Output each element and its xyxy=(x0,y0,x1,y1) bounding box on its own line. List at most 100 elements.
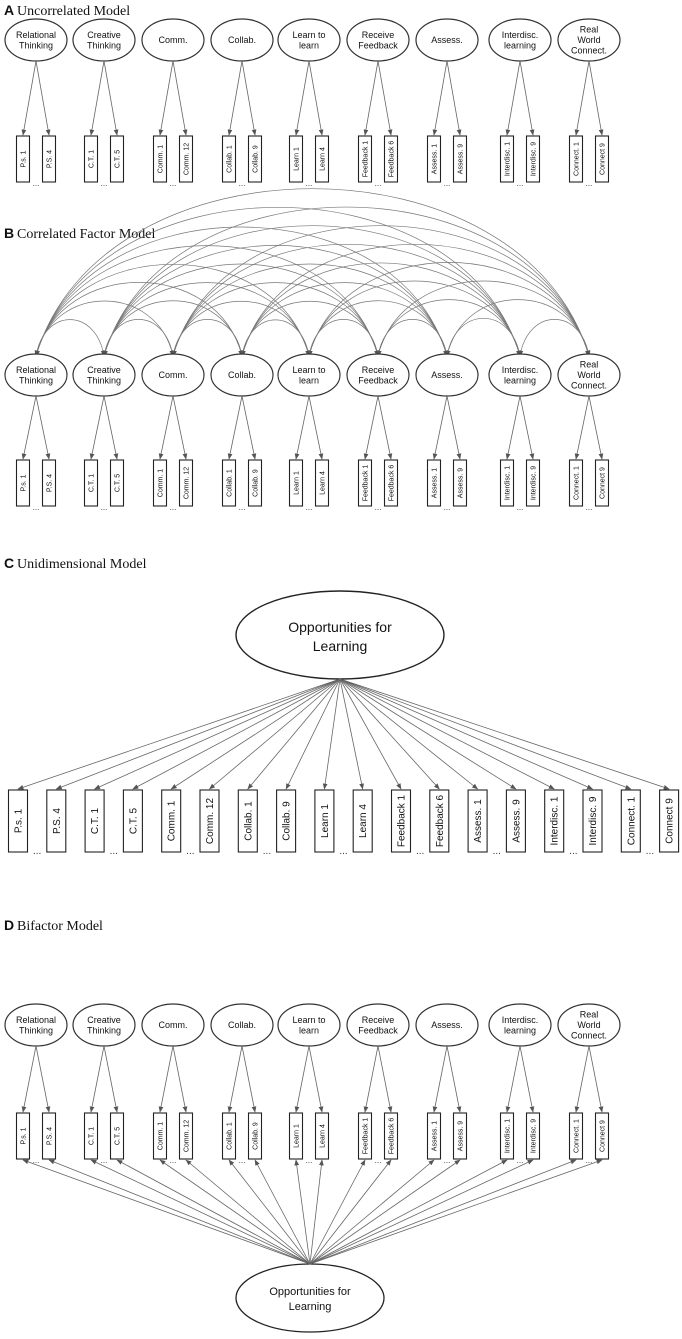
indicator-box: Learn 4 xyxy=(314,135,330,183)
indicator-rect xyxy=(620,789,641,853)
indicator-box: Interdisc. 1 xyxy=(544,789,565,853)
indicator-box: Comm. 1 xyxy=(152,1112,168,1160)
indicator-label: Comm. 12 xyxy=(183,467,190,499)
indicator-label: Collab. 9 xyxy=(252,469,259,497)
general-loading-arrow xyxy=(339,678,517,790)
ellipsis-mark: ... xyxy=(569,846,577,857)
indicator-rect xyxy=(288,135,304,183)
indicator-label: Interdisc. 1 xyxy=(504,1119,511,1153)
factor-3: Comm. xyxy=(141,18,205,62)
indicator-rect xyxy=(122,789,143,853)
correlation-arc xyxy=(172,225,590,357)
indicator-label: Interdisc. 1 xyxy=(504,466,511,500)
indicator-rect xyxy=(525,1112,541,1160)
indicator-label: Feedback 1 xyxy=(397,794,408,847)
indicator-rect xyxy=(83,459,99,507)
indicator-label: Assess. 1 xyxy=(431,468,438,498)
indicator-box: P.s. 1 xyxy=(15,135,31,183)
factor-loading-arrow xyxy=(241,395,257,460)
indicator-label: Comm. 1 xyxy=(167,800,178,841)
indicator-rect xyxy=(568,459,584,507)
indicator-label: Feedback 6 xyxy=(435,794,446,847)
indicator-label: Interdisc. 1 xyxy=(504,142,511,176)
correlation-arc xyxy=(518,319,591,357)
indicator-rect xyxy=(288,1112,304,1160)
general-factor-label: Opportunities for xyxy=(288,619,392,635)
indicator-rect xyxy=(544,789,565,853)
indicator-rect xyxy=(390,789,412,853)
indicator-label: Comm. 12 xyxy=(183,143,190,175)
indicator-rect xyxy=(426,459,442,507)
general-loading-arrow xyxy=(309,1159,461,1265)
factor-label: Assess. xyxy=(431,370,463,380)
factor-loading-arrow xyxy=(158,395,174,460)
general-loading-arrow xyxy=(309,1159,508,1265)
factor-loading-arrow xyxy=(89,60,105,136)
correlation-arc xyxy=(35,188,590,357)
indicator-label: C.T. 5 xyxy=(114,1127,121,1145)
svg-text:C: C xyxy=(4,555,14,571)
factor-loading-arrow xyxy=(103,1045,119,1113)
indicator-label: Connect. 1 xyxy=(573,1119,580,1153)
factor-loading-arrow xyxy=(505,1045,521,1113)
indicator-label: P.s. 1 xyxy=(14,808,25,833)
indicator-rect xyxy=(383,459,399,507)
correlation-arc xyxy=(171,319,244,357)
indicator-label: P.S. 4 xyxy=(46,1127,53,1145)
indicator-box: Feedback 6 xyxy=(429,789,450,853)
indicator-box: Collab. 9 xyxy=(247,459,263,507)
ellipsis-mark: ... xyxy=(416,846,424,857)
ellipsis-mark: ... xyxy=(170,1156,177,1165)
indicator-box: Interdisc. 1 xyxy=(499,459,515,507)
indicator-box: Collab. 1 xyxy=(221,1112,237,1160)
svg-text:Bifactor Model: Bifactor Model xyxy=(17,919,103,934)
indicator-box: Connect. 1 xyxy=(568,1112,584,1160)
factor-label: learn xyxy=(299,1025,319,1035)
general-loading-arrow xyxy=(309,1159,435,1265)
indicator-rect xyxy=(426,135,442,183)
indicator-box: Feedback 1 xyxy=(357,1112,373,1160)
indicator-label: Assess. 9 xyxy=(457,144,464,174)
factor-loading-arrow xyxy=(294,395,310,460)
ellipsis-mark: ... xyxy=(239,1156,246,1165)
indicator-box: P.S. 4 xyxy=(41,1112,57,1160)
indicator-rect xyxy=(247,459,263,507)
indicator-rect xyxy=(46,789,67,853)
factor-label: Interdisc. xyxy=(502,365,539,375)
correlation-arc xyxy=(377,280,590,357)
indicator-rect xyxy=(247,135,263,183)
indicator-rect xyxy=(659,789,680,853)
indicator-box: Assess. 9 xyxy=(452,459,468,507)
indicator-rect xyxy=(109,135,125,183)
indicator-box: Learn 4 xyxy=(352,789,373,853)
factor-label: Thinking xyxy=(19,375,53,385)
indicator-rect xyxy=(152,1112,168,1160)
indicator-box: C.T. 1 xyxy=(83,135,99,183)
indicator-label: Assess. 1 xyxy=(473,799,484,843)
general-loading-arrow xyxy=(309,1159,324,1265)
indicator-rect xyxy=(383,1112,399,1160)
indicator-label: Learn 1 xyxy=(293,471,300,495)
factor-loading-arrow xyxy=(158,1045,174,1113)
ellipsis-mark: ... xyxy=(586,1156,593,1165)
indicator-box: Connect. 1 xyxy=(568,135,584,183)
indicator-label: Collab. 9 xyxy=(282,801,293,841)
indicator-box: Learn 4 xyxy=(314,459,330,507)
ellipsis-mark: ... xyxy=(306,1156,313,1165)
indicator-rect xyxy=(499,459,515,507)
indicator-label: Interdisc. 9 xyxy=(530,142,537,176)
factor-label: Receive xyxy=(362,30,395,40)
general-loading-arrow xyxy=(17,678,341,790)
indicator-rect xyxy=(357,459,373,507)
indicator-box: Collab. 1 xyxy=(221,135,237,183)
factor-label: learning xyxy=(504,40,536,50)
indicator-box: Collab. 9 xyxy=(276,789,297,853)
factor-loading-arrow xyxy=(519,395,535,460)
general-loading-arrow xyxy=(159,1159,311,1265)
indicator-label: Collab. 9 xyxy=(252,145,259,173)
factor-loading-arrow xyxy=(308,395,324,460)
